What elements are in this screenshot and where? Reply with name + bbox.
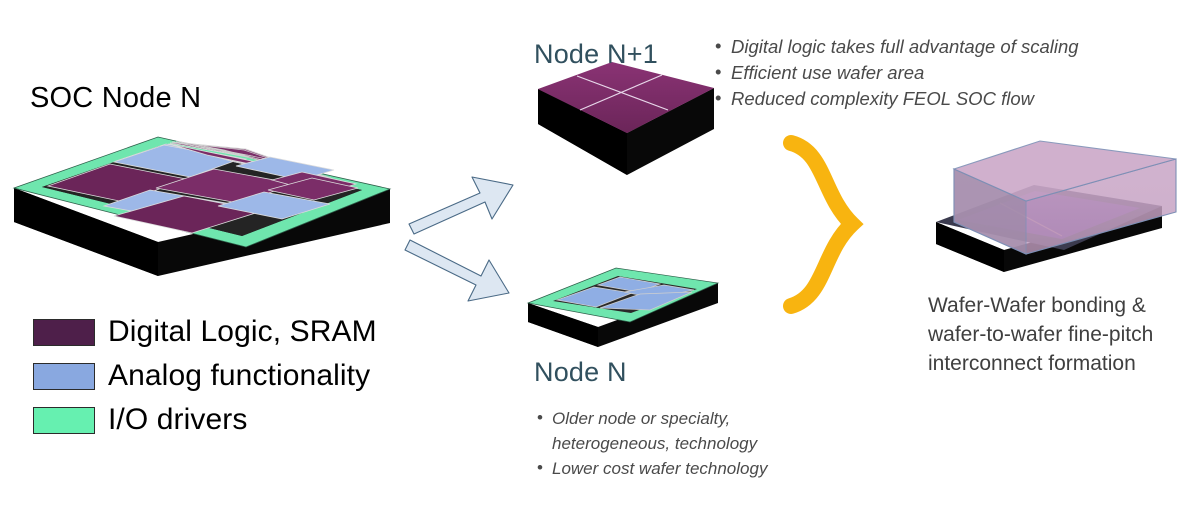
legend: Digital Logic, SRAM Analog functionality… — [33, 310, 377, 442]
legend-row: I/O drivers — [33, 398, 377, 442]
legend-swatch-analog-functionality — [33, 362, 95, 390]
legend-swatch-digital-logic-sram — [33, 318, 95, 346]
chip-tile-analog-4 — [217, 191, 331, 220]
np1-divider-horizontal — [579, 74, 663, 111]
soc-node-n-chip — [12, 136, 392, 276]
np1-top-face — [538, 62, 714, 133]
chip-substrate-left — [14, 188, 158, 276]
bonded-wafer-stack — [936, 140, 1177, 272]
legend-label: I/O drivers — [108, 403, 248, 436]
bonding-caption: Wafer-Wafer bonding & wafer-to-wafer fin… — [928, 294, 1154, 375]
node-n-chip — [526, 267, 720, 347]
benefits-list-top: Digital logic takes full advantage of sc… — [714, 33, 1114, 112]
node-n-plus-1-chip — [538, 62, 714, 175]
list-item: Lower cost wafer technology — [536, 455, 836, 481]
node-label-lower: Node N — [534, 357, 627, 387]
np1-divider-vertical — [576, 75, 669, 111]
list-item: Efficient use wafer area — [714, 59, 1114, 86]
chip-tile-logic-right-big — [175, 140, 332, 179]
nn-tile-analog-4 — [599, 291, 693, 311]
list-item: Older node or specialty, heterogeneous, … — [536, 405, 836, 456]
list-item: Digital logic takes full advantage of sc… — [714, 33, 1114, 60]
legend-label: Analog functionality — [108, 359, 371, 392]
chip-tile-logic-5 — [267, 177, 359, 201]
node-label-upper: Node N+1 — [534, 39, 658, 69]
stack-base-left — [936, 222, 1004, 272]
list-item: Reduced complexity FEOL SOC flow — [714, 85, 1114, 112]
legend-label: Digital Logic, SRAM — [108, 315, 377, 348]
nn-substrate-left — [528, 303, 598, 347]
legend-row: Digital Logic, SRAM — [33, 310, 377, 354]
page-title: SOC Node N — [30, 82, 202, 114]
benefits-list-bottom: Older node or specialty, heterogeneous, … — [536, 405, 836, 481]
arrow-up — [408, 176, 514, 235]
orange-brace — [783, 135, 864, 314]
stack-upper-box-top — [952, 140, 1177, 202]
arrow-down — [404, 239, 510, 302]
legend-row: Analog functionality — [33, 354, 377, 398]
legend-swatch-io-drivers — [33, 406, 95, 434]
np1-substrate-left — [538, 89, 627, 175]
